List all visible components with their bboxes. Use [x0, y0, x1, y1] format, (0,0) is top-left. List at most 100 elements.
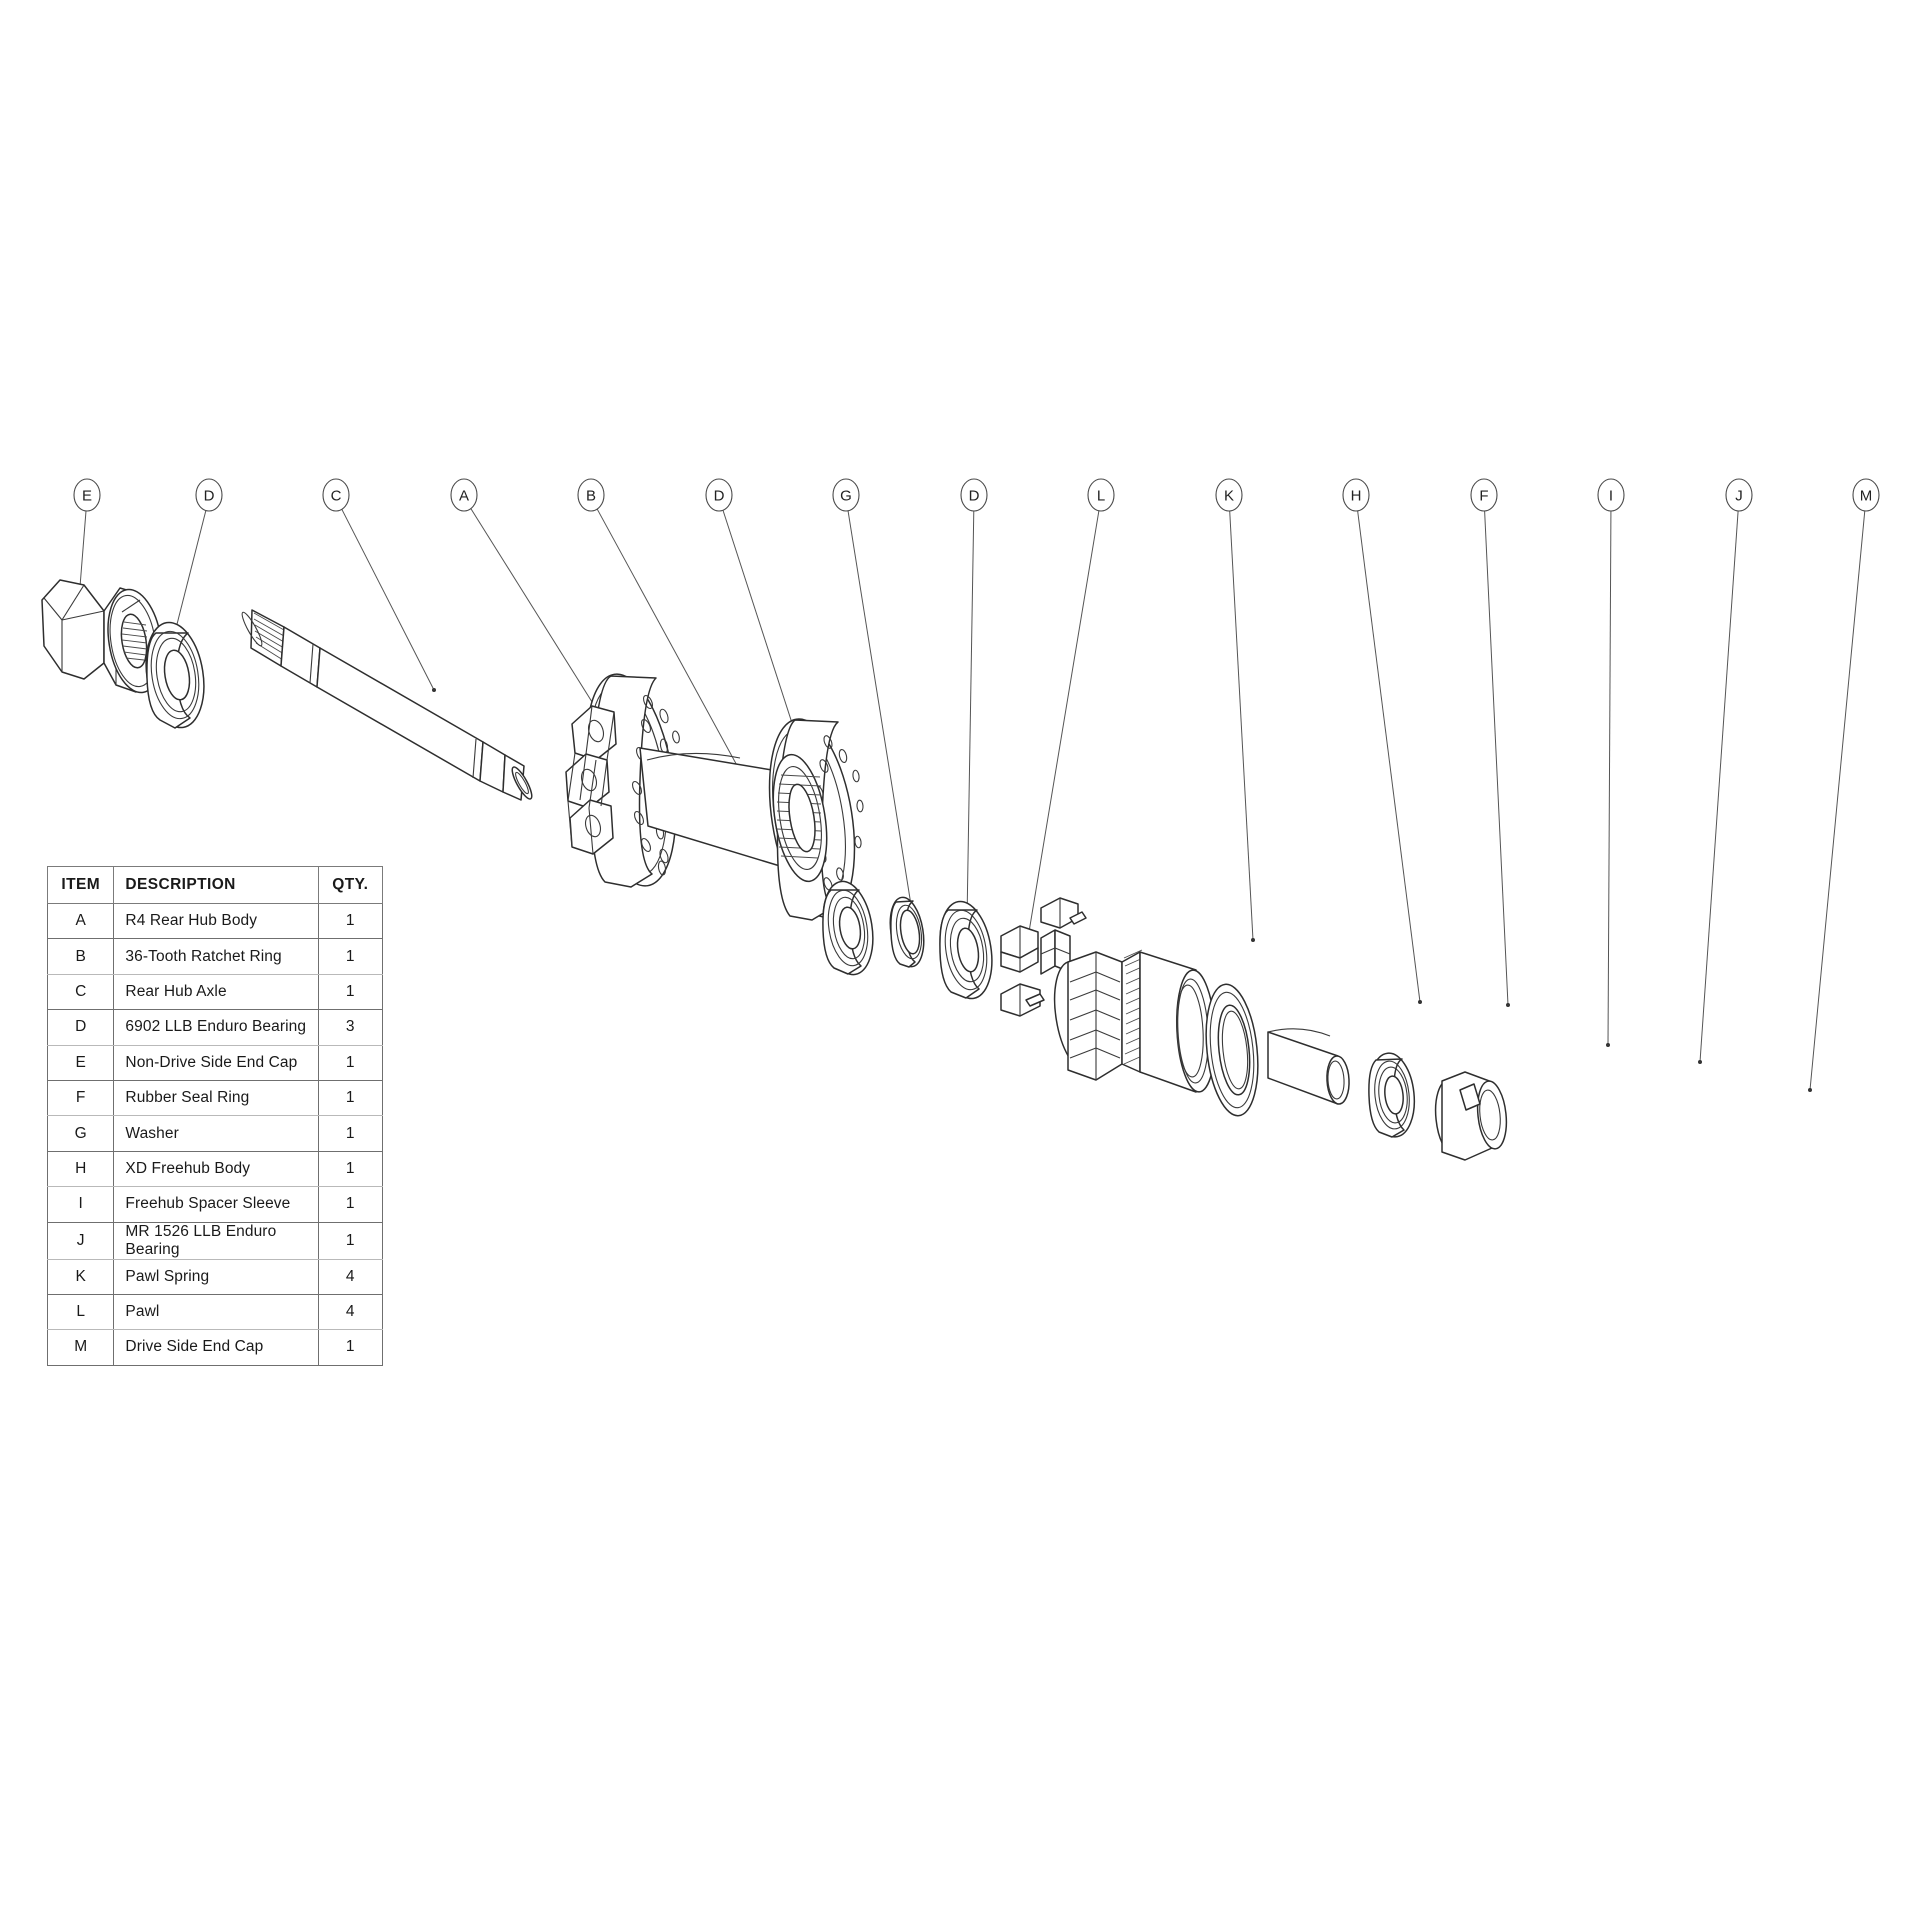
cell-item: D — [46, 1009, 115, 1046]
table-header-row: ITEM DESCRIPTION QTY. — [46, 866, 384, 904]
cell-qty: 1 — [317, 1115, 384, 1152]
leader-terminator-dot — [1808, 1088, 1812, 1092]
cell-description: Drive Side End Cap — [113, 1329, 319, 1366]
balloon-callout-f-11[interactable]: F — [1470, 478, 1498, 512]
leader-line-d-1 — [172, 510, 207, 641]
cell-qty: 4 — [317, 1258, 384, 1295]
part-r4-rear-hub-body — [565, 673, 864, 921]
cell-item: M — [46, 1329, 115, 1366]
balloon-circle — [705, 478, 733, 512]
part-bearing-mr1526 — [1368, 1052, 1416, 1138]
cell-item: L — [46, 1293, 115, 1331]
column-header-description: DESCRIPTION — [113, 866, 319, 904]
balloon-circle — [1342, 478, 1370, 512]
balloon-label: L — [1097, 488, 1105, 505]
leader-terminator-dot — [1698, 1060, 1702, 1064]
balloon-callout-d-7[interactable]: D — [960, 478, 988, 512]
leader-line-i-12 — [1607, 510, 1612, 1046]
balloon-callout-d-1[interactable]: D — [195, 478, 223, 512]
leader-line-d-7 — [966, 510, 975, 921]
balloon-callout-k-9[interactable]: K — [1215, 478, 1243, 512]
balloon-circle — [960, 478, 988, 512]
balloon-callout-d-5[interactable]: D — [705, 478, 733, 512]
cell-description: 6902 LLB Enduro Bearing — [113, 1009, 319, 1046]
balloon-label: F — [1479, 488, 1488, 505]
balloon-label: M — [1860, 488, 1873, 505]
cell-qty: 3 — [317, 1009, 384, 1046]
cell-description: Rear Hub Axle — [113, 973, 319, 1011]
cell-description: XD Freehub Body — [113, 1150, 319, 1188]
balloon-circle — [1725, 478, 1753, 512]
cell-description: Pawl — [113, 1293, 319, 1331]
balloon-circle — [1597, 478, 1625, 512]
balloon-callout-e-0[interactable]: E — [73, 478, 101, 512]
leader-line-g-6 — [847, 510, 912, 906]
cell-qty: 1 — [317, 938, 384, 975]
balloon-label: G — [840, 488, 852, 505]
leader-terminator-dot — [432, 688, 436, 692]
balloon-label: A — [459, 488, 469, 505]
parts-geometry — [41, 579, 1508, 1161]
balloon-callout-c-2[interactable]: C — [322, 478, 350, 512]
balloon-callout-l-8[interactable]: L — [1087, 478, 1115, 512]
cell-description: MR 1526 LLB Enduro Bearing — [113, 1221, 319, 1260]
part-bearing-6902-mid — [822, 880, 874, 976]
part-drive-side-end-cap — [1434, 1071, 1508, 1161]
cell-description: Non-Drive Side End Cap — [113, 1044, 319, 1081]
leader-terminator-dot — [1251, 938, 1255, 942]
leader-line-m-14 — [1809, 510, 1866, 1091]
balloon-circle — [832, 478, 860, 512]
balloon-callout-j-13[interactable]: J — [1725, 478, 1753, 512]
cell-item: K — [46, 1258, 115, 1295]
cell-qty: 1 — [317, 1150, 384, 1188]
cell-qty: 1 — [317, 1221, 384, 1260]
cell-item: H — [46, 1150, 115, 1188]
pawl-spring-upper — [1040, 897, 1087, 929]
cell-description: Pawl Spring — [113, 1258, 319, 1295]
cell-qty: 1 — [317, 1329, 384, 1366]
balloon-circle — [1852, 478, 1880, 512]
balloon-callout-i-12[interactable]: I — [1597, 478, 1625, 512]
balloon-label: B — [586, 488, 596, 505]
balloon-callout-a-3[interactable]: A — [450, 478, 478, 512]
leader-terminator-dot — [1506, 1003, 1510, 1007]
balloon-circle — [450, 478, 478, 512]
balloon-circle — [1215, 478, 1243, 512]
balloon-callout-h-10[interactable]: H — [1342, 478, 1370, 512]
cell-qty: 1 — [317, 902, 384, 940]
cell-item: B — [46, 938, 115, 975]
cell-item: I — [46, 1186, 115, 1223]
part-washer — [889, 896, 925, 968]
leader-line-k-9 — [1229, 510, 1254, 941]
balloon-label: I — [1609, 488, 1613, 505]
balloon-callout-g-6[interactable]: G — [832, 478, 860, 512]
balloon-circle — [73, 478, 101, 512]
balloon-label: J — [1735, 488, 1743, 505]
cell-description: 36-Tooth Ratchet Ring — [113, 938, 319, 975]
part-bearing-6902-left — [145, 621, 205, 729]
balloon-label: C — [331, 488, 342, 505]
cell-description: R4 Rear Hub Body — [113, 902, 319, 940]
leader-line-h-10 — [1357, 510, 1421, 1003]
balloon-callout-m-14[interactable]: M — [1852, 478, 1880, 512]
balloon-circle — [322, 478, 350, 512]
balloon-circle — [577, 478, 605, 512]
cell-qty: 1 — [317, 1079, 384, 1117]
cell-description: Freehub Spacer Sleeve — [113, 1186, 319, 1223]
column-header-item: ITEM — [46, 866, 115, 904]
balloon-circle — [195, 478, 223, 512]
cell-item: F — [46, 1079, 115, 1117]
balloon-callout-b-4[interactable]: B — [577, 478, 605, 512]
leader-line-l-8 — [1025, 510, 1100, 951]
